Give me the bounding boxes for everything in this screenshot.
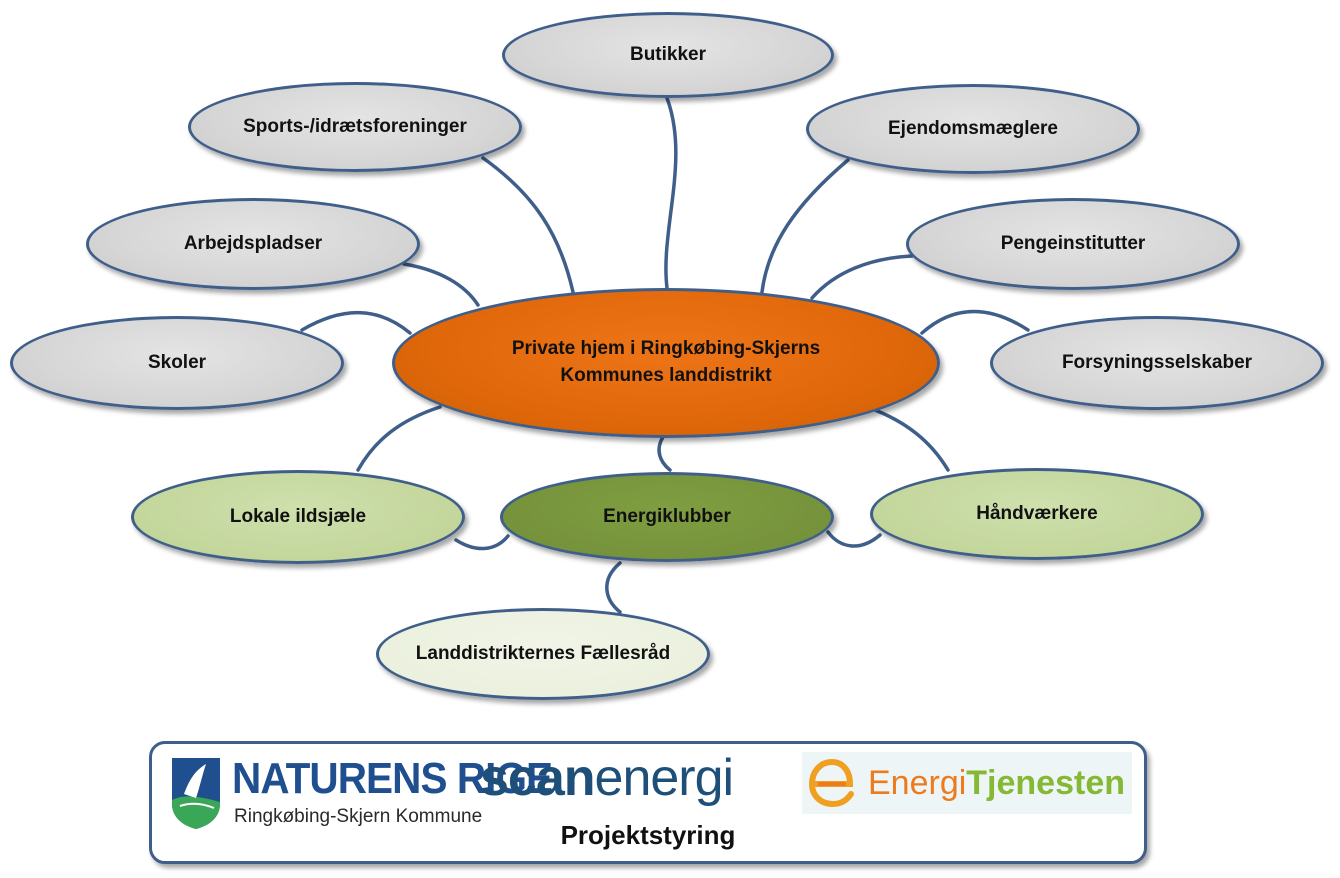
- node-sports-label: Sports-/idrætsforeninger: [243, 115, 467, 137]
- node-forsyning: Forsyningsselskaber: [990, 316, 1324, 410]
- node-center-label: Private hjem i Ringkøbing-Skjerns Kommun…: [511, 338, 821, 386]
- node-skoler: Skoler: [10, 316, 344, 410]
- node-arbejds: Arbejdspladser: [86, 198, 420, 290]
- project-steering-box: NATURENS RIGE Ringkøbing-Skjern Kommune …: [149, 741, 1147, 864]
- node-energiklubber: Energiklubber: [500, 472, 834, 562]
- node-faellesraad-label: Landdistrikternes Fællesråd: [415, 642, 671, 664]
- projektstyring-label: Projektstyring: [560, 820, 736, 850]
- naturens-rige-subtitle: Ringkøbing-Skjern Kommune: [234, 806, 483, 827]
- scanenergi-thin: energi: [594, 749, 735, 807]
- connector-forsyning: [920, 309, 1030, 335]
- connector-skoler: [300, 311, 412, 335]
- node-haandvaerkere: Håndværkere: [870, 468, 1204, 560]
- connector-lokale-energi: [454, 534, 510, 551]
- node-sports: Sports-/idrætsforeninger: [188, 82, 522, 172]
- node-penge-label: Pengeinstitutter: [1000, 232, 1146, 254]
- connector-butikker: [664, 96, 678, 290]
- node-ejendom-label: Ejendomsmæglere: [888, 117, 1058, 139]
- scanenergi-logo: scanenergi: [480, 748, 800, 808]
- scanenergi-bold: scan: [480, 749, 596, 807]
- connector-energiklubber: [657, 435, 672, 472]
- node-haandvaerkere-label: Håndværkere: [976, 502, 1098, 524]
- node-lokale: Lokale ildsjæle: [131, 470, 465, 564]
- node-butikker-label: Butikker: [629, 43, 707, 65]
- connector-arbejds: [402, 262, 480, 307]
- connector-haandv-energi: [826, 530, 882, 548]
- node-lokale-label: Lokale ildsjæle: [229, 505, 367, 527]
- energitjenesten-wordmark: EnergiTjenesten: [868, 764, 1125, 803]
- node-ejendom: Ejendomsmæglere: [806, 84, 1140, 174]
- naturens-rige-logo: NATURENS RIGE Ringkøbing-Skjern Kommune: [170, 754, 553, 830]
- connector-haandvaerkere: [873, 408, 950, 472]
- energitjenesten-part-a: Energi: [868, 764, 967, 802]
- energi-e-icon: [808, 758, 854, 808]
- naturens-rige-title: NATURENS RIGE: [232, 754, 553, 803]
- energitjenesten-logo: EnergiTjenesten: [802, 752, 1132, 814]
- node-energiklubber-label: Energiklubber: [603, 505, 731, 527]
- connector-ejendom: [760, 158, 850, 294]
- node-faellesraad: Landdistrikternes Fællesråd: [376, 608, 710, 700]
- node-center: Private hjem i Ringkøbing-Skjerns Kommun…: [392, 288, 940, 438]
- node-skoler-label: Skoler: [147, 351, 207, 373]
- scanenergi-wordmark: scanenergi: [480, 748, 735, 808]
- connector-faellesraad: [605, 561, 622, 614]
- node-penge: Pengeinstitutter: [906, 198, 1240, 290]
- connector-lokale: [356, 405, 442, 472]
- node-arbejds-label: Arbejdspladser: [183, 232, 323, 254]
- node-butikker: Butikker: [502, 12, 834, 98]
- connector-penge: [810, 254, 914, 300]
- node-forsyning-label: Forsyningsselskaber: [1061, 351, 1253, 373]
- connector-sports: [481, 156, 575, 294]
- energitjenesten-part-b: Tjenesten: [966, 764, 1125, 802]
- shield-icon: [172, 758, 220, 829]
